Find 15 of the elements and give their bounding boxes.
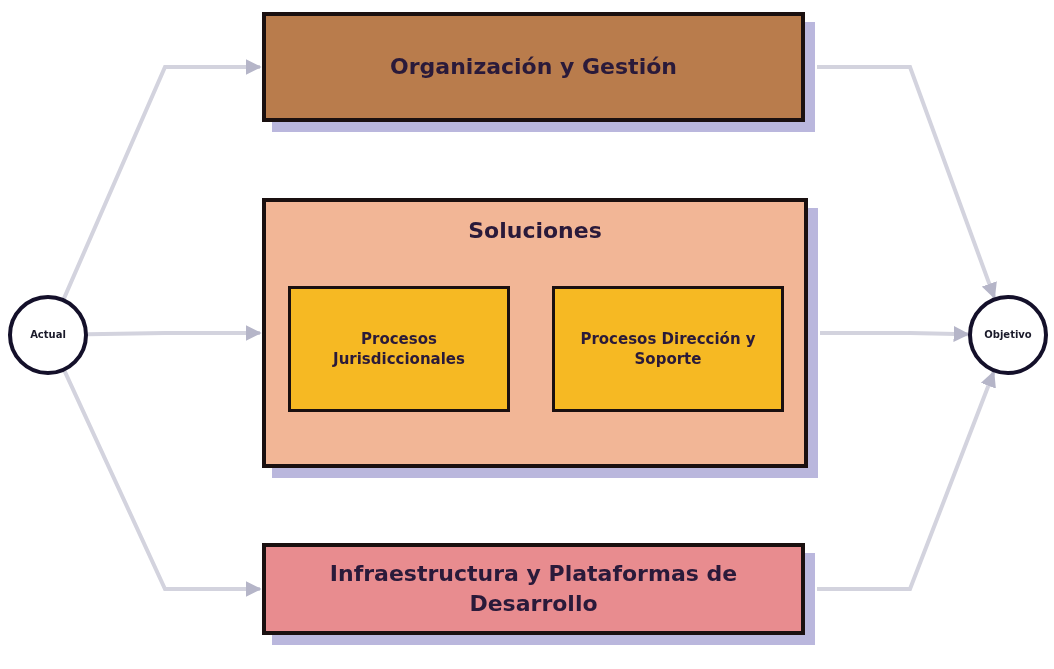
node-label: Organización y Gestión [389,53,678,82]
process-box [288,286,510,412]
arrow [62,59,262,300]
process-box [552,286,784,412]
node-label: Procesos Jurisdiccionales [331,328,466,370]
arrow [87,325,262,341]
arrow [62,370,262,597]
arrow [817,65,997,299]
node-label: Infraestructura y Plataformas de Desarrollo [328,560,739,618]
node-label: Procesos Dirección y Soporte [579,328,757,370]
node-label: Soluciones [467,217,603,245]
arrow [817,370,996,591]
arrow [820,325,970,342]
node-label: Actual [29,328,67,342]
node-label: Objetivo [983,328,1033,342]
